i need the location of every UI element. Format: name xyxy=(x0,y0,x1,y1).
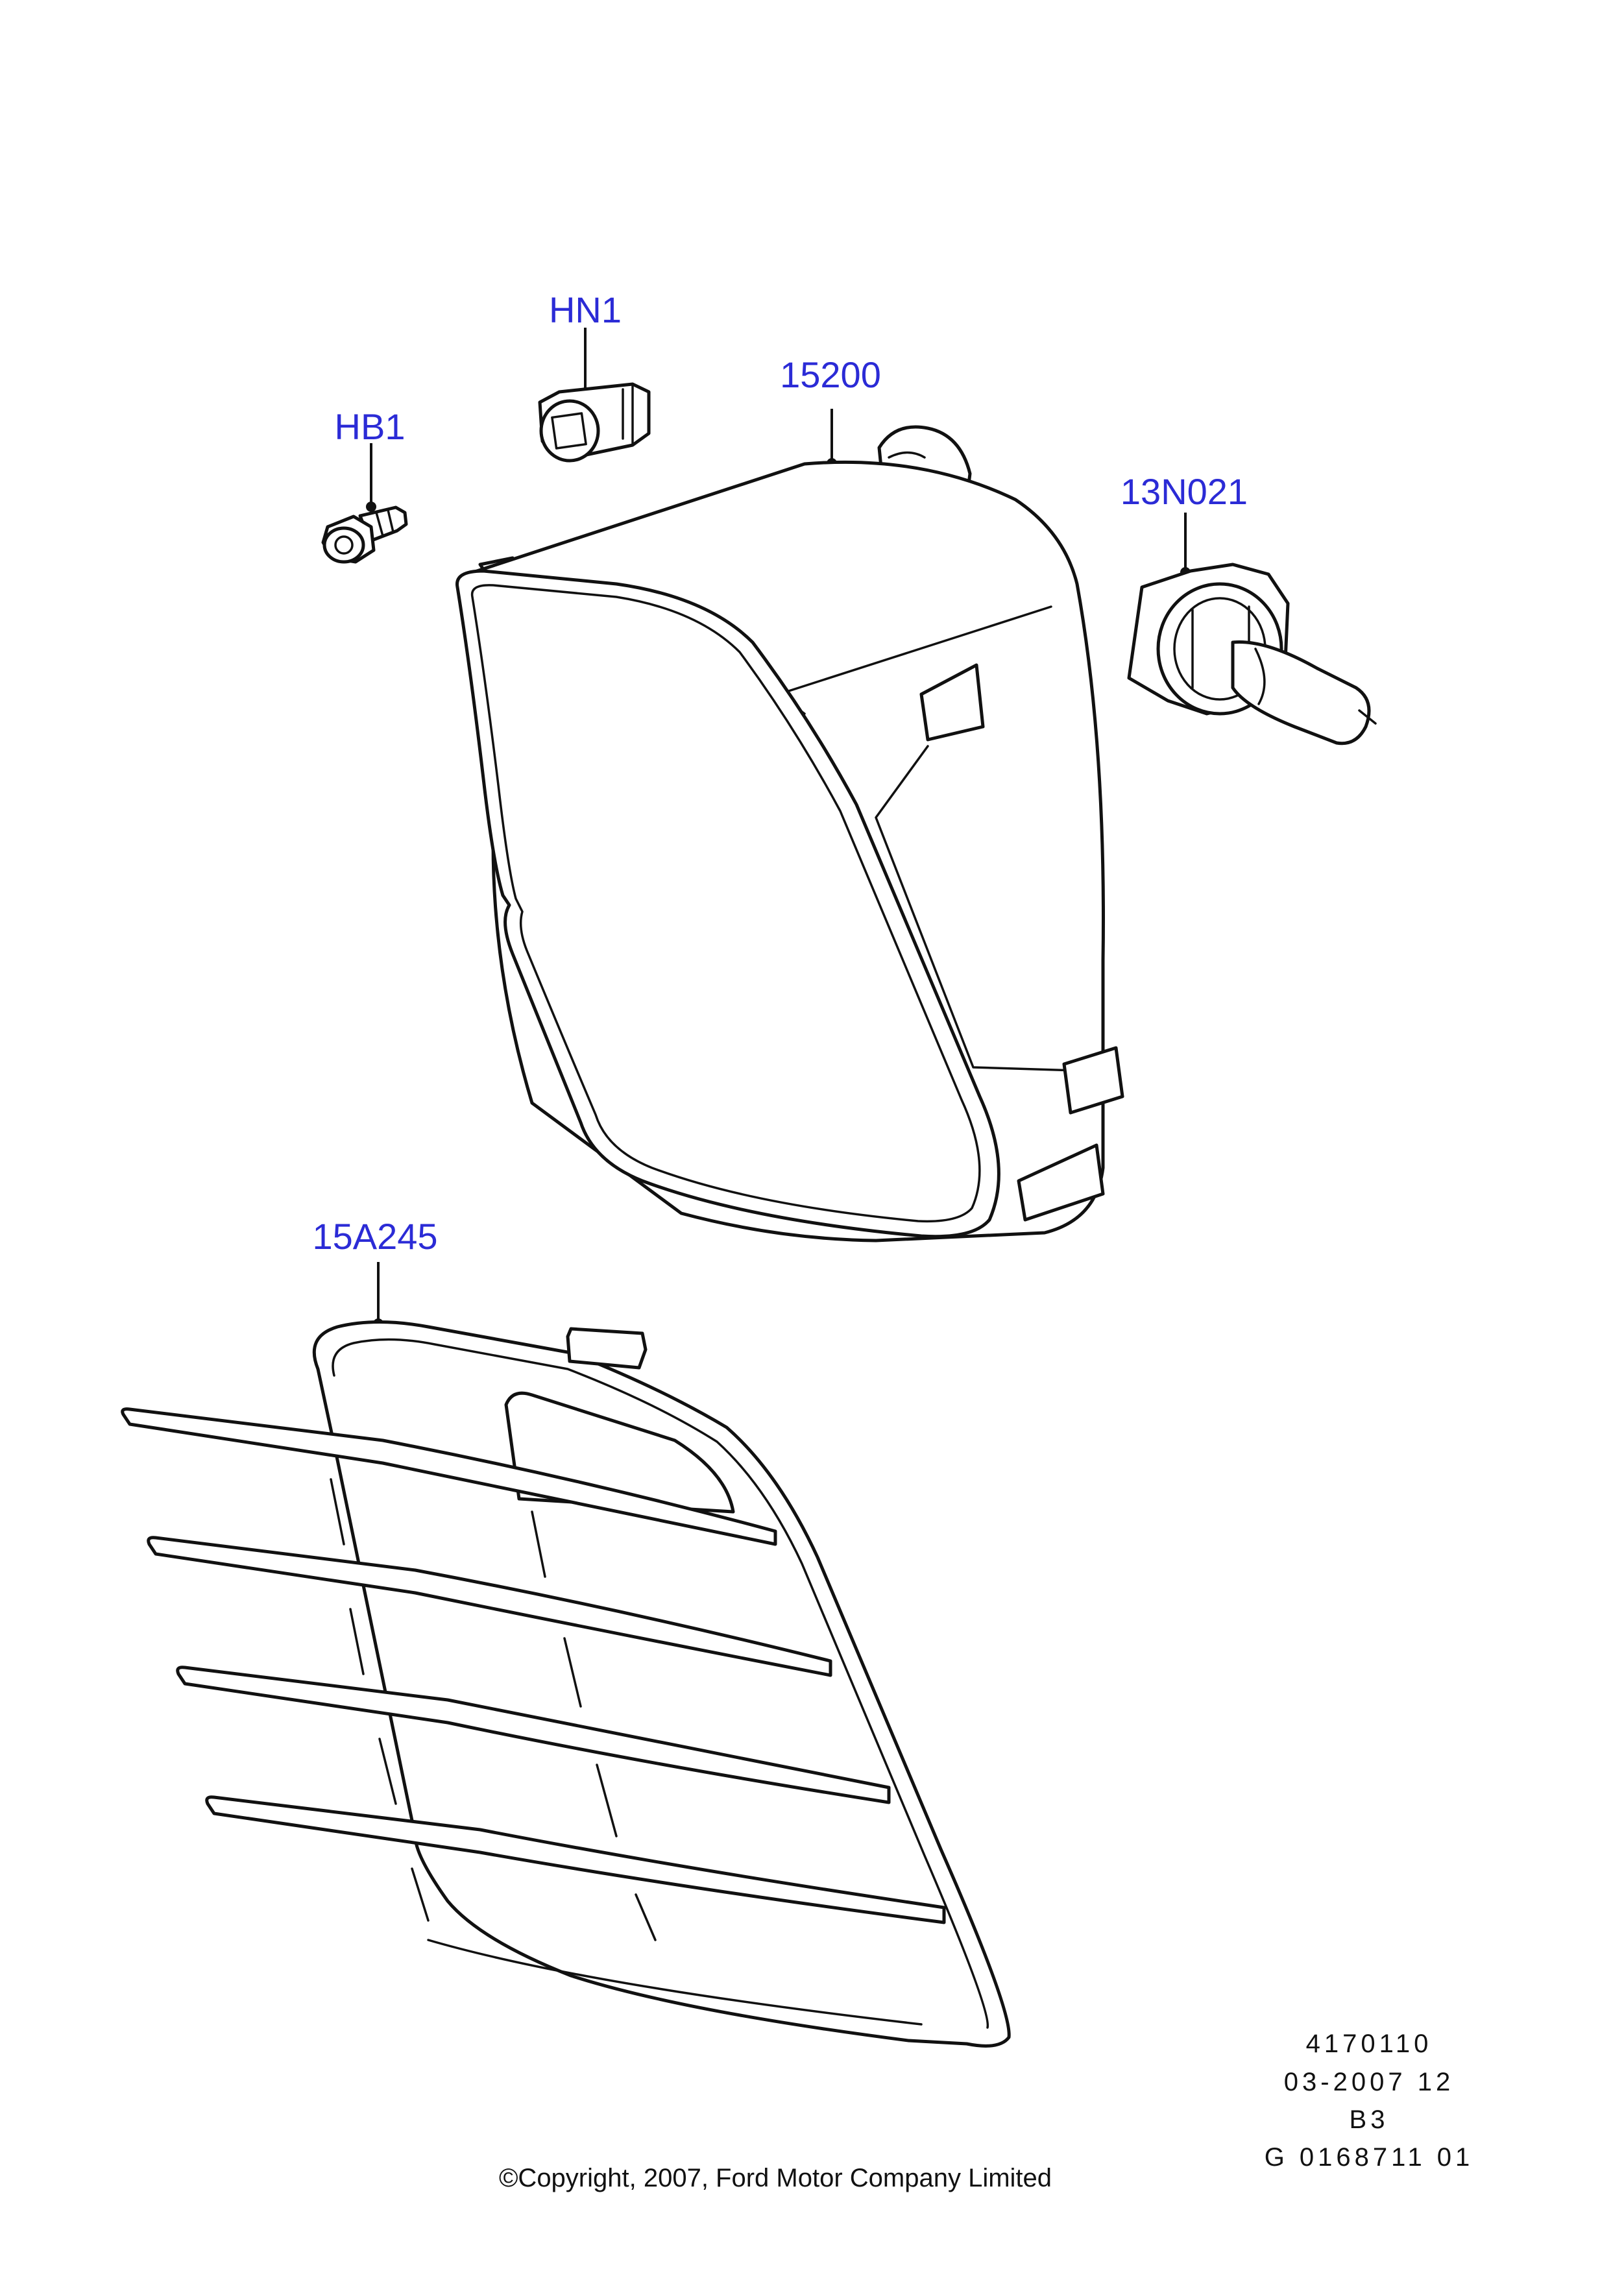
callout-hn1: HN1 xyxy=(549,289,622,330)
part-13n021-bulb[interactable] xyxy=(1127,513,1377,745)
callout-13n021: 13N021 xyxy=(1121,471,1248,512)
part-hb1-bolt[interactable] xyxy=(321,443,408,564)
part-hn1-clip[interactable] xyxy=(538,328,651,463)
callout-15200: 15200 xyxy=(780,354,881,395)
part-15a245-grille[interactable] xyxy=(121,1262,1011,2048)
callout-hb1: HB1 xyxy=(335,406,406,447)
diagram-section: B3 xyxy=(1350,2105,1389,2134)
diagram-number: 4170110 xyxy=(1306,2030,1433,2058)
callout-15a245: 15A245 xyxy=(312,1216,437,1257)
copyright-notice: ©Copyright, 2007, Ford Motor Company Lim… xyxy=(499,2164,1052,2192)
part-15200-fog-lamp[interactable] xyxy=(455,409,1124,1242)
diagram-reference: G 0168711 01 xyxy=(1265,2143,1474,2172)
diagram-date-code: 03-2007 12 xyxy=(1284,2068,1454,2096)
